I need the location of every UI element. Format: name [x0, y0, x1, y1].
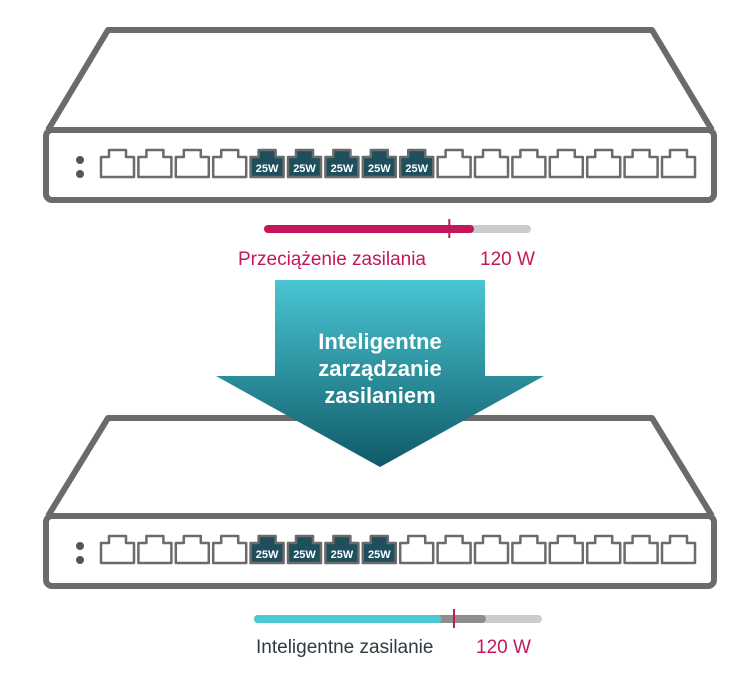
port-icon	[211, 148, 248, 179]
arrow-caption-line: zarządzanie	[318, 356, 442, 381]
port-power-label: 25W	[293, 163, 316, 175]
port-power-label: 25W	[331, 549, 354, 561]
port-icon	[511, 534, 547, 565]
ethernet-port	[436, 148, 472, 179]
port-power-label: 25W	[256, 549, 279, 561]
port-icon	[473, 534, 510, 565]
switch-top-ports: 25W 25W 25W 25W 25W	[99, 148, 697, 179]
port-icon	[361, 534, 398, 565]
smart-power-budget-value: 120 W	[476, 637, 531, 658]
overload-budget-value: 120 W	[480, 249, 535, 270]
port-icon	[436, 534, 472, 565]
poe-port-powered: 25W	[286, 148, 323, 179]
port-icon	[99, 148, 136, 179]
ethernet-port	[585, 148, 622, 179]
power-bar-bottom	[254, 609, 542, 628]
poe-port-powered: 25W	[249, 534, 285, 565]
port-icon	[99, 534, 136, 565]
ethernet-port	[585, 534, 622, 565]
switch-bottom-ports: 25W 25W 25W 25W	[99, 534, 697, 565]
port-icon	[398, 148, 435, 179]
arrow-caption: Inteligentne zarządzanie zasilaniem	[270, 328, 490, 409]
port-icon	[286, 534, 323, 565]
port-icon	[548, 534, 585, 565]
ethernet-port	[660, 148, 697, 179]
port-power-label: 25W	[405, 163, 428, 175]
port-icon	[137, 148, 173, 179]
port-icon	[361, 148, 398, 179]
poe-port-powered: 25W	[249, 148, 285, 179]
port-icon	[398, 534, 435, 565]
ethernet-port	[548, 534, 585, 565]
switch-top-led	[76, 170, 84, 178]
port-power-label: 25W	[293, 549, 316, 561]
ethernet-port	[436, 534, 472, 565]
port-icon	[585, 534, 622, 565]
port-icon	[174, 148, 211, 179]
port-icon	[585, 148, 622, 179]
port-icon	[324, 534, 360, 565]
ethernet-port	[548, 148, 585, 179]
ethernet-port	[660, 534, 697, 565]
port-power-label: 25W	[256, 163, 279, 175]
arrow-caption-line: Inteligentne	[318, 329, 442, 354]
ethernet-port	[174, 148, 211, 179]
ethernet-port	[511, 534, 547, 565]
ethernet-port	[511, 148, 547, 179]
ethernet-port	[473, 148, 510, 179]
poe-port-powered: 25W	[324, 534, 360, 565]
port-icon	[174, 534, 211, 565]
switch-top-led	[76, 156, 84, 164]
arrow-caption-line: zasilaniem	[324, 383, 436, 408]
poe-port-powered: 25W	[324, 148, 360, 179]
port-power-label: 25W	[331, 163, 354, 175]
ethernet-port	[211, 534, 248, 565]
ethernet-port	[473, 534, 510, 565]
ethernet-port	[623, 148, 659, 179]
smart-power-label: Inteligentne zasilanie	[256, 637, 434, 658]
ethernet-port	[99, 148, 136, 179]
poe-port-powered: 25W	[398, 148, 435, 179]
switch-top-chassis	[45, 27, 715, 132]
port-power-label: 25W	[368, 163, 391, 175]
port-icon	[249, 148, 285, 179]
ethernet-port	[211, 148, 248, 179]
port-icon	[660, 534, 697, 565]
port-icon	[286, 148, 323, 179]
switch-top: 25W 25W 25W 25W 25W	[43, 27, 717, 203]
down-arrow-icon	[216, 280, 544, 467]
port-icon	[623, 148, 659, 179]
ethernet-port	[137, 534, 173, 565]
port-icon	[660, 148, 697, 179]
port-icon	[436, 148, 472, 179]
port-icon	[473, 148, 510, 179]
ethernet-port	[174, 534, 211, 565]
port-icon	[211, 534, 248, 565]
port-icon	[324, 148, 360, 179]
port-icon	[548, 148, 585, 179]
overload-label: Przeciążenie zasilania	[238, 249, 426, 270]
port-icon	[249, 534, 285, 565]
port-power-label: 25W	[368, 549, 391, 561]
poe-port-powered: 25W	[361, 534, 398, 565]
ethernet-port	[137, 148, 173, 179]
poe-port-powered: 25W	[361, 148, 398, 179]
poe-port-powered: 25W	[286, 534, 323, 565]
switch-bottom-led	[76, 542, 84, 550]
ethernet-port	[398, 534, 435, 565]
ethernet-port	[623, 534, 659, 565]
port-icon	[511, 148, 547, 179]
switch-bottom-led	[76, 556, 84, 564]
ethernet-port	[99, 534, 136, 565]
power-bar-top	[264, 219, 531, 238]
port-icon	[623, 534, 659, 565]
port-icon	[137, 534, 173, 565]
